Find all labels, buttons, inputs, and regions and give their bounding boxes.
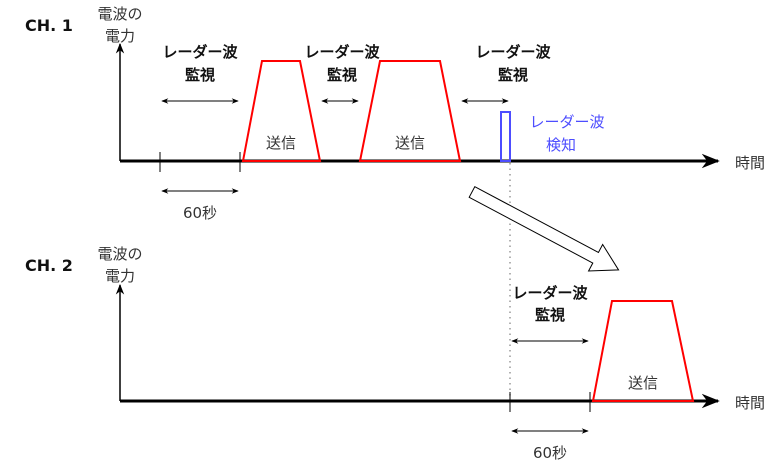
ch1-detect-label-1: レーダー波 <box>529 113 604 131</box>
ch2-transmit-label: 送信 <box>628 374 658 392</box>
ch1-title: CH. 1 <box>25 16 73 35</box>
ch1-monitor-label-1b: 監視 <box>185 66 215 84</box>
ch1-monitor-label-3b: 監視 <box>498 66 528 84</box>
ch1-transmit-label-2: 送信 <box>395 134 425 152</box>
ch1-transmit-pulse-2 <box>358 60 462 162</box>
ch2-y-label-1: 電波の <box>97 245 142 263</box>
ch1-duration-label: 60秒 <box>183 204 217 222</box>
ch1-y-label-2: 電力 <box>105 27 135 45</box>
ch1-monitor-label-2b: 監視 <box>327 66 357 84</box>
ch2-x-label: 時間 <box>735 394 765 412</box>
ch1-monitor-label-1a: レーダー波 <box>162 43 238 61</box>
ch2-title: CH. 2 <box>25 256 73 275</box>
ch2-duration-label: 60秒 <box>533 444 567 462</box>
ch2-monitor-label-a: レーダー波 <box>512 284 588 302</box>
ch1-y-label-1: 電波の <box>97 5 142 23</box>
ch1-monitor-label-3a: レーダー波 <box>475 43 551 61</box>
ch1-section: CH. 1 電波の 電力 時間 送信 送信 レーダー波 検知 レーダー波 監視 … <box>25 5 765 222</box>
ch1-monitor-label-2a: レーダー波 <box>304 43 380 61</box>
ch1-radar-detect-pulse <box>500 111 511 162</box>
ch2-y-label-2: 電力 <box>105 267 135 285</box>
ch1-x-label: 時間 <box>735 154 765 172</box>
ch2-monitor-label-b: 監視 <box>535 306 565 324</box>
ch2-section: CH. 2 電波の 電力 時間 送信 レーダー波 監視 60秒 <box>25 245 765 462</box>
switch-channel-arrow-icon <box>468 186 620 272</box>
ch1-detect-label-2: 検知 <box>546 136 576 154</box>
ch2-transmit-pulse <box>591 300 695 402</box>
ch1-transmit-pulse-1 <box>241 60 322 162</box>
ch1-transmit-label-1: 送信 <box>266 134 296 152</box>
